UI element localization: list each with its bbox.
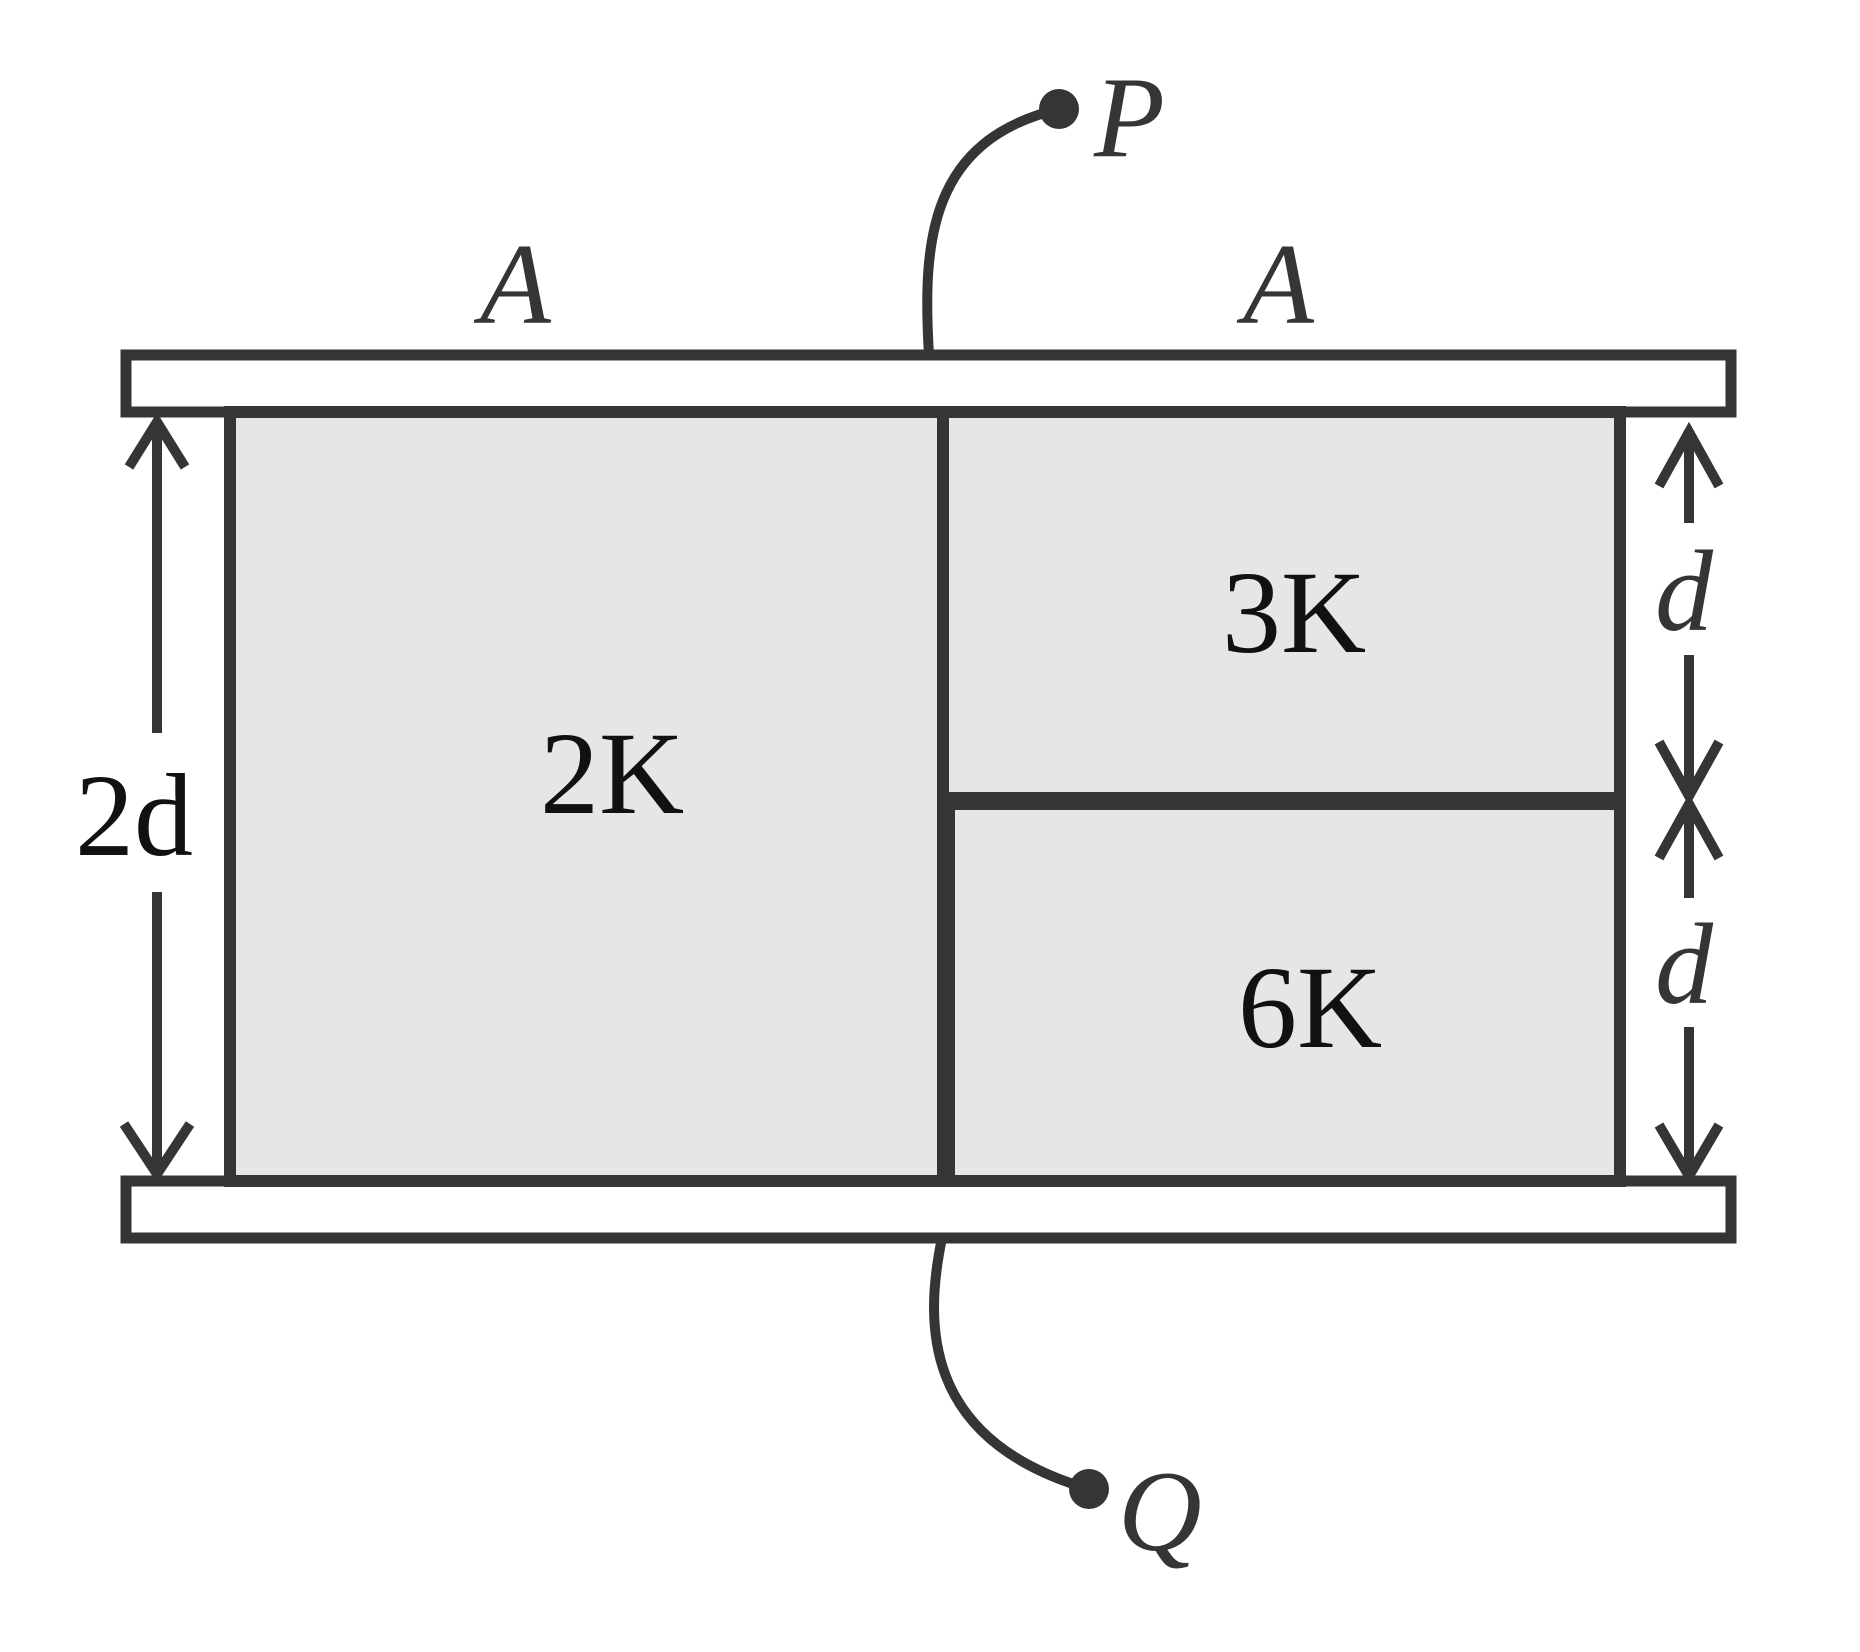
dimension-label-2d: 2d [75,750,193,881]
dielectric-3k-region [937,406,1626,804]
terminal-q-dot [1069,1469,1109,1509]
top-plate [120,349,1737,418]
dimension-label-d-lower: d [1655,901,1714,1029]
terminal-p-label: P [1093,54,1165,182]
dimension-arrow-2d [119,412,195,1184]
dielectric-2k-label: 2K [540,708,684,839]
bottom-plate [120,1175,1737,1244]
dimension-arrow-d-upper [1654,421,1724,807]
dielectric-3k-label: 3K [1222,547,1366,678]
dimension-label-d-upper: d [1655,528,1714,656]
wire-q [929,1236,1091,1494]
dimension-arrow-d-lower [1654,793,1724,1186]
wire-p [922,104,1061,356]
area-label-left: A [473,221,552,349]
dielectric-6k-label: 6K [1238,942,1382,1073]
dielectric-2k-region [224,406,949,1187]
terminal-q-label: Q [1118,1448,1202,1576]
area-label-right: A [1236,221,1315,349]
terminal-p-dot [1039,89,1079,129]
